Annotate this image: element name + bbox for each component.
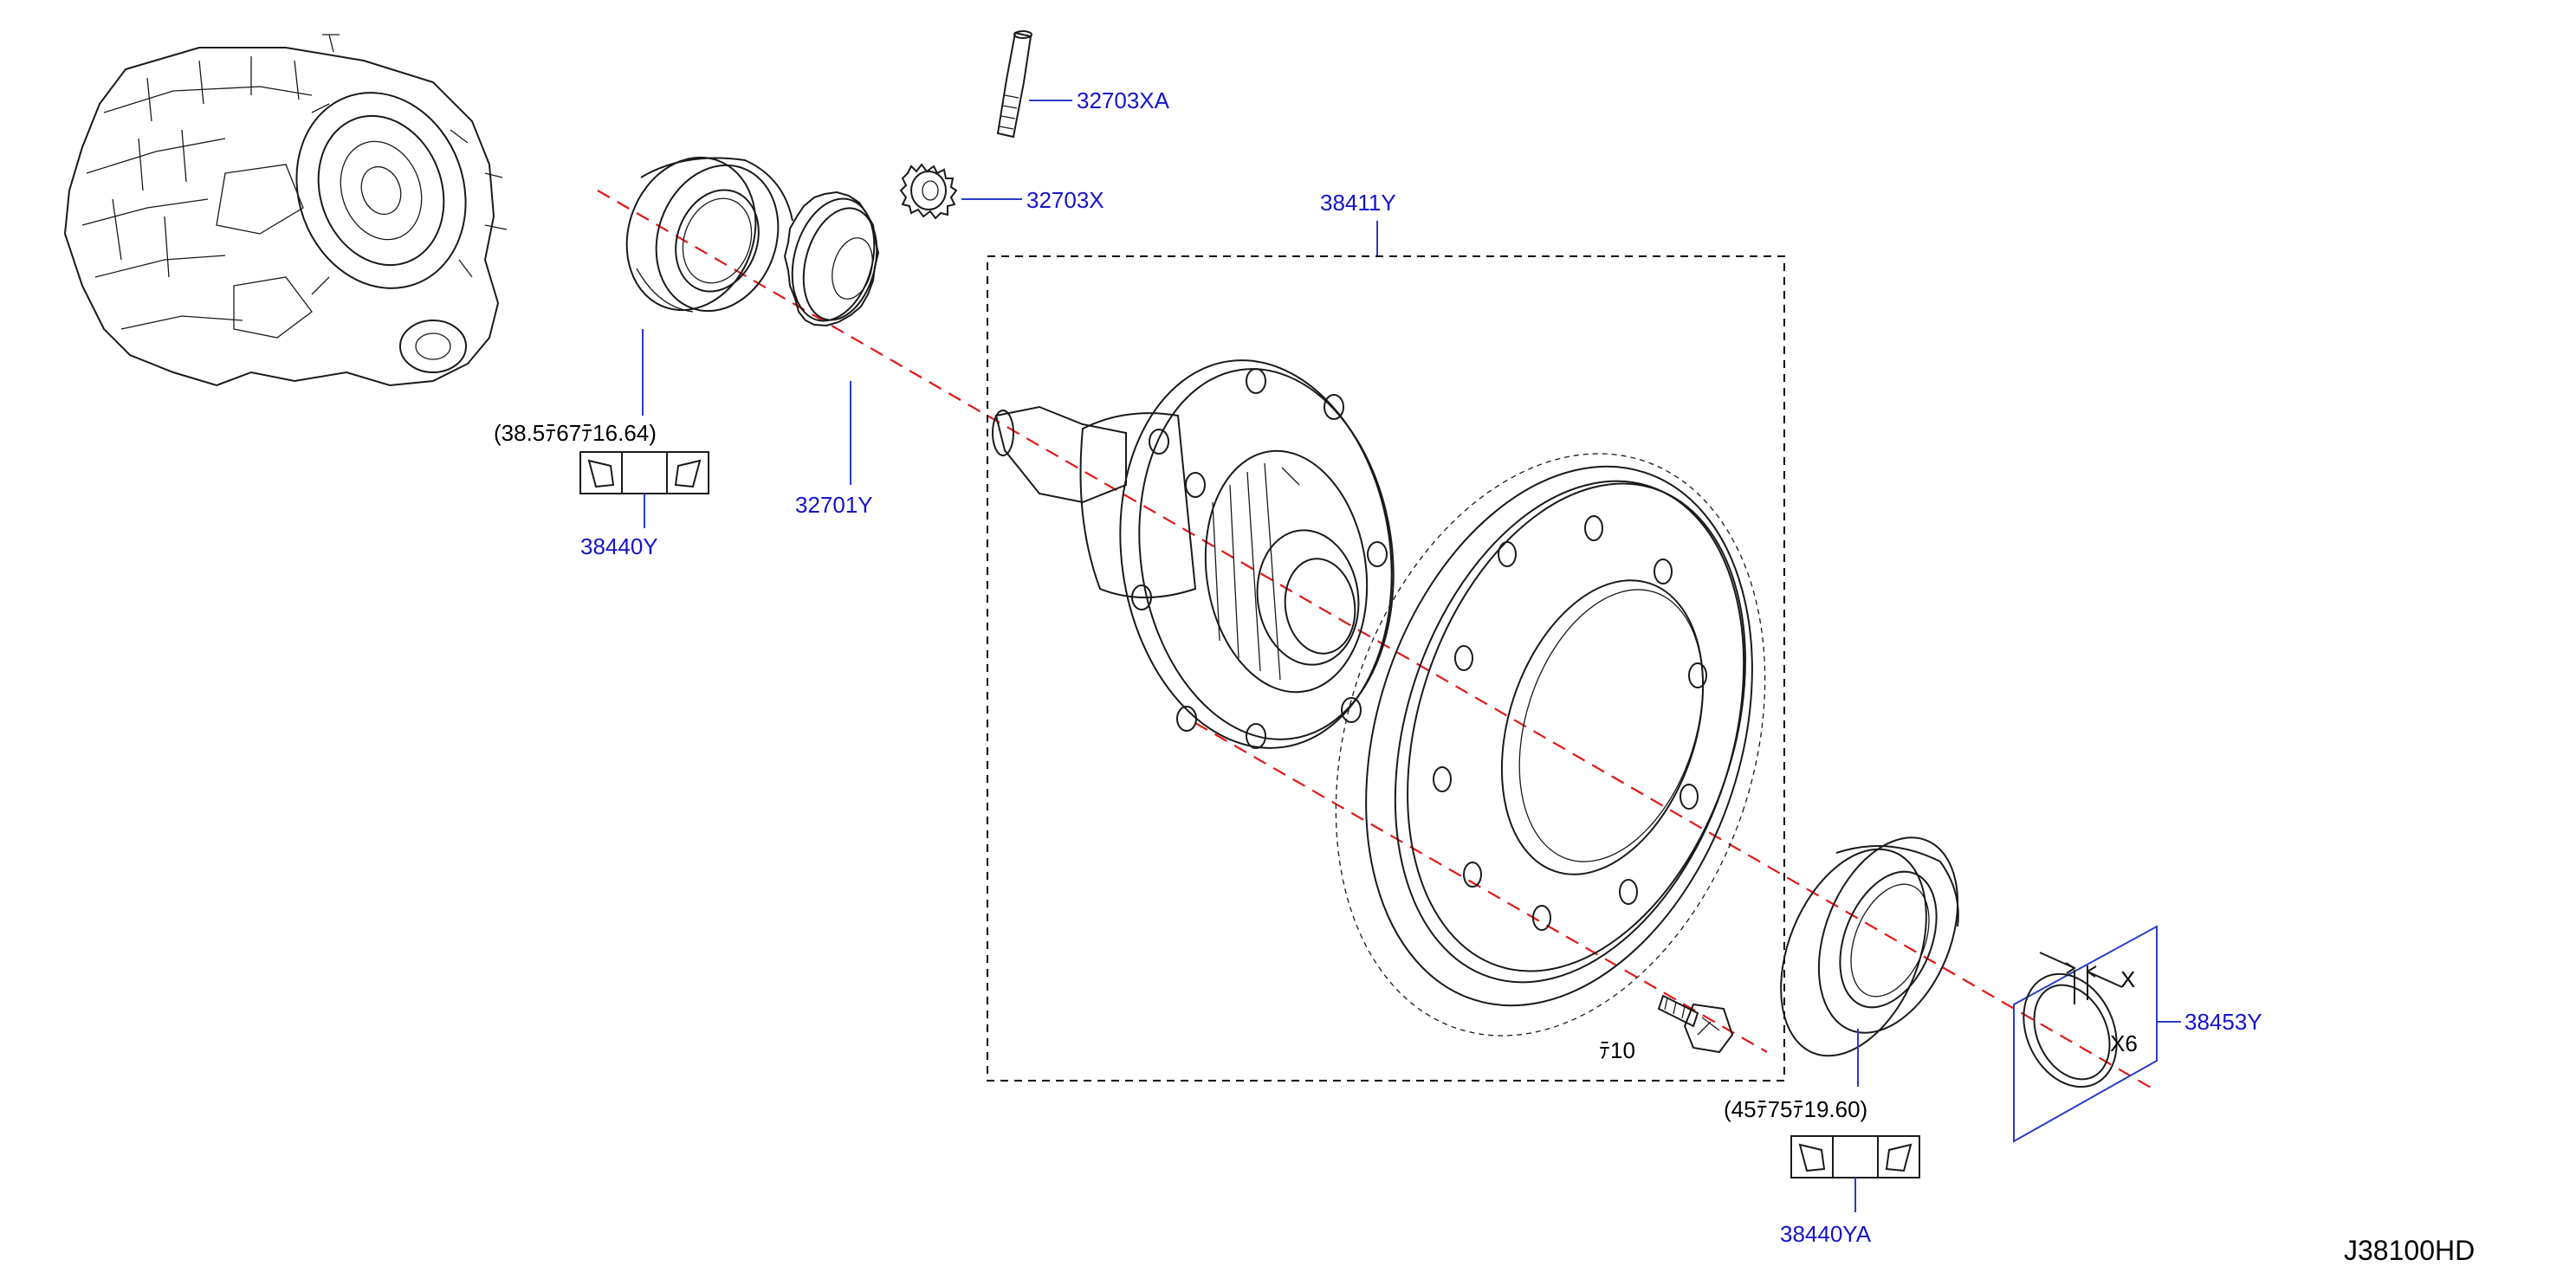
differential-case-illustration bbox=[992, 359, 1395, 749]
diagram-reference-code: J38100HD bbox=[2344, 1235, 2475, 1266]
differential-assembly-boundary bbox=[987, 255, 1785, 1082]
bearing-direction-icon bbox=[1798, 1143, 1826, 1172]
adjusting-shim-illustration bbox=[2013, 925, 2158, 1143]
final-drive-ring-gear-illustration bbox=[1335, 453, 1766, 1036]
speedometer-pinion-shaft-illustration bbox=[996, 30, 1032, 139]
right-side-bearing-illustration bbox=[1780, 836, 1959, 1057]
part-label-32703X[interactable]: 32703X bbox=[1026, 187, 1104, 213]
right-bearing-dimensions: (45ﾃ75ﾃ19.60) bbox=[1724, 1096, 1867, 1122]
part-label-38411Y[interactable]: 38411Y bbox=[1320, 190, 1396, 216]
bolt-quantity: ﾃ10 bbox=[1599, 1037, 1635, 1063]
idler-gear-illustration bbox=[783, 190, 880, 327]
part-label-38440Y[interactable]: 38440Y bbox=[580, 533, 658, 559]
part-label-32703XA[interactable]: 32703XA bbox=[1077, 87, 1170, 113]
part-label-32701Y[interactable]: 32701Y bbox=[795, 492, 873, 518]
shim-quantity: X6 bbox=[2110, 1030, 2138, 1056]
right-bearing-symbol bbox=[1790, 1135, 1920, 1178]
part-label-38440YA[interactable]: 38440YA bbox=[1780, 1221, 1872, 1247]
part-label-38453Y[interactable]: 38453Y bbox=[2184, 1009, 2262, 1035]
transaxle-housing-illustration bbox=[63, 34, 508, 387]
bearing-direction-icon bbox=[587, 459, 615, 488]
shim-thickness-label: X bbox=[2120, 966, 2135, 992]
ring-gear-bolt-illustration bbox=[1657, 994, 1734, 1054]
left-bearing-dimensions: (38.5ﾃ67ﾃ16.64) bbox=[494, 420, 657, 446]
speedometer-pinion-gear-illustration bbox=[899, 163, 958, 220]
left-side-bearing-illustration bbox=[625, 156, 793, 313]
left-bearing-symbol bbox=[579, 451, 709, 494]
bearing-direction-icon bbox=[674, 459, 702, 488]
bearing-direction-icon bbox=[1885, 1143, 1913, 1172]
assembly-axis bbox=[597, 190, 2158, 1092]
